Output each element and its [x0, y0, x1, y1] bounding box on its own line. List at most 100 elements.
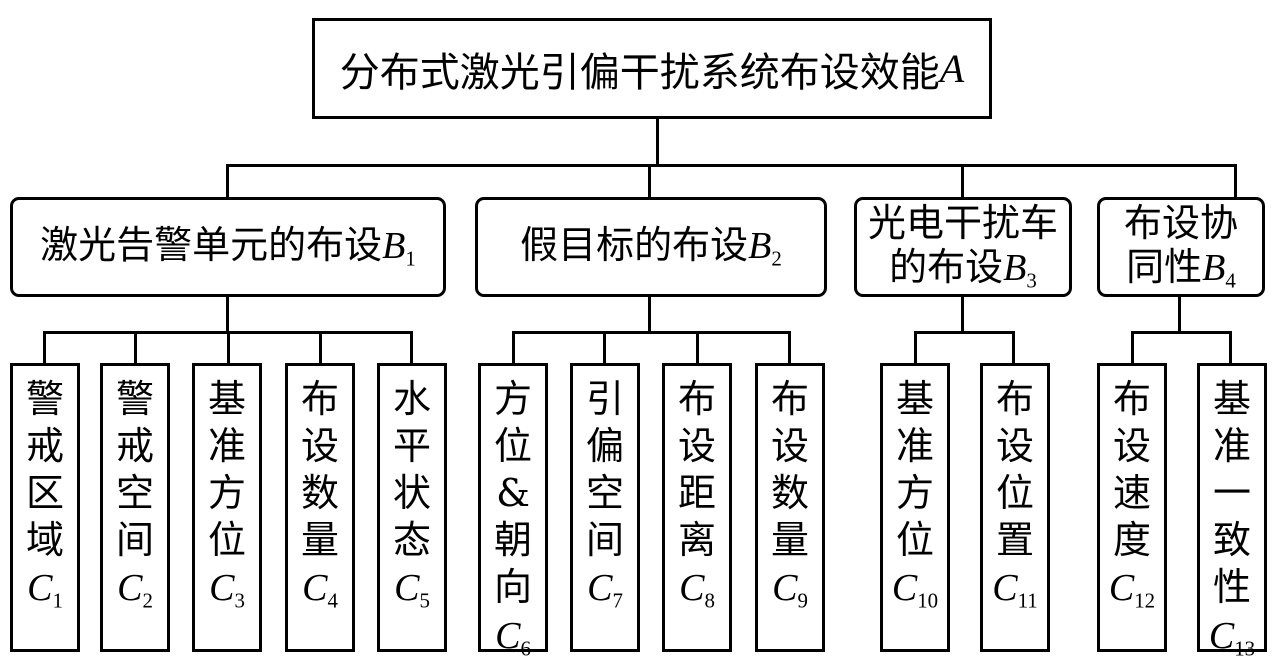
indicator-variable: C: [772, 567, 798, 610]
indicator-char: 基: [1212, 377, 1251, 421]
indicator-subscript: 9: [797, 588, 808, 613]
criterion-subscript: 2: [771, 246, 782, 271]
indicator-variable-label: C2: [117, 564, 153, 614]
indicator-char: 平: [392, 424, 431, 469]
indicator-char: 偏: [585, 424, 624, 469]
criterion-label: 假目标的布设: [520, 222, 749, 267]
indicator-char: 离: [677, 518, 716, 563]
indicator-char: 方: [207, 471, 246, 516]
indicator-char: 量: [300, 518, 339, 563]
indicator-char: 水: [392, 377, 431, 421]
indicator-char: 间: [585, 518, 624, 563]
indicator-variable: C: [394, 567, 420, 610]
criterion-node-B1: 激光告警单元的布设B1: [10, 197, 446, 297]
indicator-char: 状: [392, 471, 431, 516]
indicator-char: 位: [207, 518, 246, 563]
indicator-subscript: 10: [917, 588, 939, 613]
indicator-subscript: 8: [704, 588, 715, 613]
indicator-char: 位: [995, 471, 1034, 516]
indicator-char: 布: [995, 377, 1034, 421]
criterion-variable: B: [382, 224, 406, 267]
indicator-variable: C: [27, 567, 53, 610]
indicator-subscript: 13: [1234, 635, 1256, 660]
indicator-char: 戒: [25, 424, 64, 469]
indicator-char: 速: [1112, 471, 1151, 516]
indicator-variable-label: C5: [394, 564, 430, 614]
indicator-char: 设: [300, 424, 339, 469]
indicator-char: 距: [677, 471, 716, 516]
indicator-subscript: 7: [612, 588, 623, 613]
indicator-char: 警: [115, 377, 154, 421]
criterion-variable: B: [748, 224, 772, 267]
indicator-variable: C: [1108, 567, 1135, 610]
indicator-variable-label: C11: [992, 564, 1037, 614]
indicator-variable: C: [587, 567, 613, 610]
indicator-char: 间: [115, 518, 154, 563]
criterion-subscript: 1: [405, 246, 416, 271]
indicator-char: 一: [1212, 471, 1251, 516]
indicator-char: 致: [1212, 518, 1251, 563]
indicator-char: 性: [1212, 565, 1251, 610]
indicator-char: 数: [300, 471, 339, 516]
indicator-char: 方: [493, 377, 532, 421]
criterion-label-line-2: 的布设: [889, 244, 1004, 289]
indicator-variable-label: C7: [587, 564, 623, 614]
indicator-subscript: 11: [1017, 588, 1038, 613]
indicator-char: 数: [770, 471, 809, 516]
indicator-char: 布: [677, 377, 716, 421]
indicator-char: 量: [770, 518, 809, 563]
indicator-char: 置: [995, 518, 1034, 563]
indicator-char: 设: [677, 424, 716, 469]
indicator-subscript: 6: [520, 635, 531, 660]
criterion-subscript: 4: [1225, 267, 1236, 292]
indicator-variable-label: C3: [209, 564, 245, 614]
criterion-node-B4: 布设协 同性B4: [1097, 197, 1265, 297]
indicator-variable-label: C8: [679, 564, 715, 614]
indicator-variable: C: [679, 567, 705, 610]
indicator-variable: C: [302, 567, 328, 610]
criterion-label-line-1: 布设协: [1123, 200, 1238, 245]
indicator-variable-label: C1: [27, 564, 63, 614]
indicator-char: 区: [25, 471, 64, 516]
indicator-char: 朝: [493, 518, 532, 563]
indicator-char: 方: [895, 471, 934, 516]
indicator-char: 布: [770, 377, 809, 421]
indicator-variable-label: C6: [495, 612, 531, 662]
indicator-subscript: 2: [142, 588, 153, 613]
indicator-char: 准: [207, 424, 246, 469]
criterion-subscript: 3: [1026, 267, 1037, 292]
indicator-subscript: 4: [327, 588, 338, 613]
indicator-variable: C: [209, 567, 235, 610]
indicator-char: 向: [493, 565, 532, 610]
criterion-node-B2: 假目标的布设B2: [475, 197, 827, 297]
criterion-label-line-1: 光电干扰车: [867, 200, 1058, 245]
indicator-variable: C: [891, 567, 918, 610]
indicator-char: 戒: [115, 424, 154, 469]
indicator-char: 空: [585, 471, 624, 516]
indicator-subscript: 3: [234, 588, 245, 613]
indicator-char: 布: [300, 377, 339, 421]
criterion-variable: B: [1202, 246, 1226, 289]
indicator-variable-label: C4: [302, 564, 338, 614]
indicator-char: 设: [770, 424, 809, 469]
criterion-node-B3: 光电干扰车 的布设B3: [854, 197, 1072, 297]
indicator-char: 准: [895, 424, 934, 469]
indicator-variable-label: C10: [892, 564, 938, 614]
criterion-label: 激光告警单元的布设: [40, 222, 383, 267]
indicator-char: 基: [895, 377, 934, 421]
indicator-char: 域: [25, 518, 64, 563]
indicator-variable: C: [1208, 614, 1235, 657]
indicator-char: 空: [115, 471, 154, 516]
indicator-char: 度: [1112, 518, 1151, 563]
indicator-char: 布: [1112, 377, 1151, 421]
